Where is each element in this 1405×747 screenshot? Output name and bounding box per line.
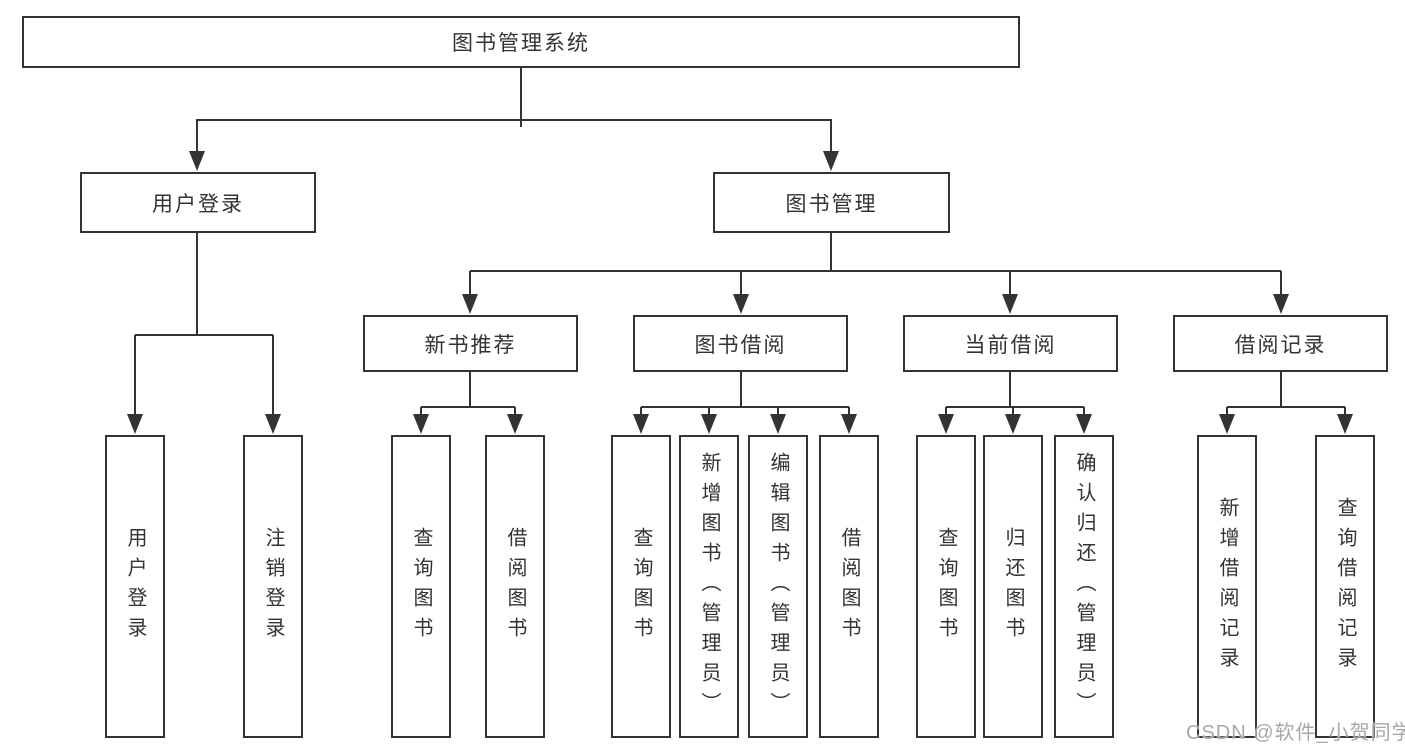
leaf-user-login: 用户登录 — [105, 435, 165, 738]
leaf-query-books-recommend-label: 查询图书 — [410, 526, 432, 647]
leaf-query-borrow-record: 查询借阅记录 — [1315, 435, 1375, 738]
leaf-add-borrow-record-label: 新增借阅记录 — [1216, 496, 1238, 677]
leaf-return-books-label: 归还图书 — [1002, 526, 1024, 647]
leaf-query-books-current-label: 查询图书 — [935, 526, 957, 647]
leaf-query-books-borrow: 查询图书 — [611, 435, 671, 738]
leaf-add-books-admin: 新增图书（管理员） — [679, 435, 739, 738]
leaf-edit-books-admin: 编辑图书（管理员） — [748, 435, 808, 738]
leaf-confirm-return-admin: 确认归还（管理员） — [1054, 435, 1114, 738]
leaf-borrow-books-recommend-label: 借阅图书 — [504, 526, 526, 647]
node-book-borrowing-label: 图书借阅 — [694, 333, 787, 357]
node-root: 图书管理系统 — [22, 16, 1020, 68]
node-new-book-recommend: 新书推荐 — [363, 315, 578, 372]
leaf-borrow-books-label: 借阅图书 — [838, 526, 860, 647]
node-current-borrowing-label: 当前借阅 — [964, 333, 1057, 357]
leaf-query-books-borrow-label: 查询图书 — [630, 526, 652, 647]
node-book-management-label: 图书管理 — [785, 192, 878, 216]
leaf-add-books-admin-label: 新增图书（管理员） — [698, 451, 720, 722]
leaf-borrow-books: 借阅图书 — [819, 435, 879, 738]
node-new-book-recommend-label: 新书推荐 — [424, 333, 517, 357]
node-user-login: 用户登录 — [80, 172, 316, 233]
leaf-logout-label: 注销登录 — [262, 526, 284, 647]
watermark: CSDN @软件_小贺同学 — [1186, 716, 1405, 745]
leaf-query-borrow-record-label: 查询借阅记录 — [1334, 496, 1356, 677]
leaf-query-books-recommend: 查询图书 — [391, 435, 451, 738]
node-current-borrowing: 当前借阅 — [903, 315, 1118, 372]
watermark-text: CSDN @软件_小贺同学 — [1186, 722, 1405, 744]
node-book-borrowing: 图书借阅 — [633, 315, 848, 372]
leaf-return-books: 归还图书 — [983, 435, 1043, 738]
leaf-logout: 注销登录 — [243, 435, 303, 738]
leaf-edit-books-admin-label: 编辑图书（管理员） — [767, 451, 789, 722]
leaf-user-login-label: 用户登录 — [124, 526, 146, 647]
leaf-query-books-current: 查询图书 — [916, 435, 976, 738]
leaf-borrow-books-recommend: 借阅图书 — [485, 435, 545, 738]
node-user-login-label: 用户登录 — [152, 192, 244, 216]
node-root-label: 图书管理系统 — [452, 32, 590, 55]
node-borrowing-records-label: 借阅记录 — [1234, 333, 1327, 357]
arrowheads — [127, 151, 1353, 434]
node-borrowing-records: 借阅记录 — [1173, 315, 1388, 372]
leaf-add-borrow-record: 新增借阅记录 — [1197, 435, 1257, 738]
node-book-management: 图书管理 — [713, 172, 950, 233]
leaf-confirm-return-admin-label: 确认归还（管理员） — [1073, 451, 1095, 722]
